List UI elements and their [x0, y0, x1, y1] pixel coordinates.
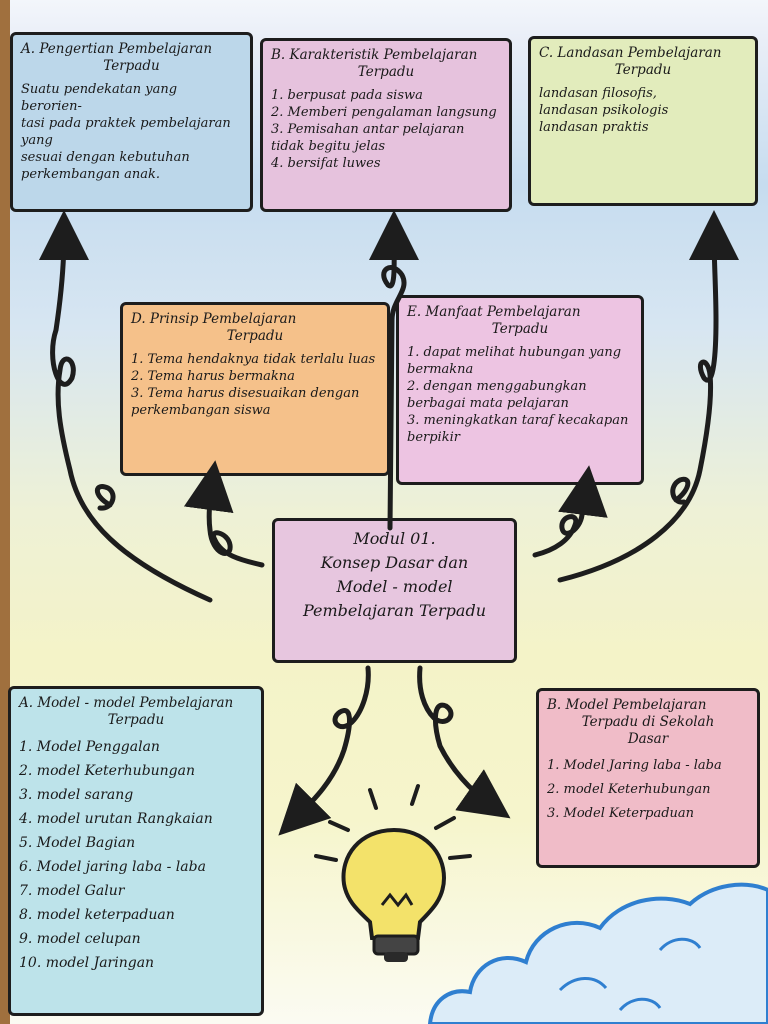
modul-title-line: Model - model	[336, 577, 453, 596]
arrow-down-right	[417, 665, 511, 819]
list-item: 6. Model jaring laba - laba	[19, 859, 206, 875]
modul-title-line: Pembelajaran Terpadu	[302, 601, 486, 620]
title-line2: Terpadu	[491, 321, 549, 337]
list-item: 3. model sarang	[19, 787, 134, 803]
box-body: Suatu pendekatan yang berorien- tasi pad…	[21, 81, 242, 183]
arrow-to-landasan	[557, 210, 740, 583]
list-item: 2. model Keterhubungan	[19, 763, 196, 779]
title-line1: B. Karakteristik Pembelajaran	[271, 47, 478, 63]
list-item: 1. berpusat pada siswa	[271, 88, 423, 103]
list-item: 2. dengan menggabungkan berbagai mata pe…	[407, 379, 587, 411]
arrow-loop	[94, 484, 116, 511]
list-item: 1. Model Penggalan	[19, 739, 160, 755]
title-line2: Terpadu	[357, 64, 415, 80]
list-item: landasan psikologis	[539, 103, 669, 118]
box-prinsip: D. Prinsip Pembelajaran Terpadu 1. Tema …	[120, 302, 390, 476]
list-item: 4. bersifat luwes	[271, 156, 381, 171]
title-line1: A. Model - model Pembelajaran	[19, 695, 234, 711]
title-line2: Terpadu	[103, 58, 160, 74]
box-title: C. Landasan Pembelajaran Terpadu	[539, 45, 747, 79]
box-model-sd: B. Model Pembelajaran Terpadu di Sekolah…	[536, 688, 760, 868]
arrow-to-pengertian	[38, 210, 213, 603]
cloud-icon	[427, 882, 768, 1024]
title-line3: Dasar	[627, 731, 669, 747]
arrow-to-manfaat	[532, 465, 608, 558]
list-item: 7. model Galur	[19, 883, 125, 899]
paper-edge	[0, 0, 10, 1024]
list-item: 4. model urutan Rangkaian	[19, 811, 213, 827]
list-item: 1. Model Jaring laba - laba	[547, 758, 722, 773]
body-line: Suatu pendekatan yang berorien-	[21, 82, 178, 114]
box-pengertian: A. Pengertian Pembelajaran Terpadu Suatu…	[10, 32, 253, 212]
title-line2: Terpadu di Sekolah	[581, 714, 715, 730]
body-line: sesuai dengan kebutuhan	[21, 150, 190, 165]
box-body: 1. Tema hendaknya tidak terlalu luas 2. …	[131, 351, 379, 419]
box-title: D. Prinsip Pembelajaran Terpadu	[131, 311, 379, 345]
title-line1: B. Model Pembelajaran	[547, 697, 707, 713]
body-line: perkembangan anak.	[21, 167, 161, 182]
list-item: 3. Tema harus disesuaikan dengan perkemb…	[131, 386, 360, 418]
title-line2: Terpadu	[614, 62, 672, 78]
box-model-model: A. Model - model Pembelajaran Terpadu 1.…	[8, 686, 264, 1016]
list-item: 3. Model Keterpaduan	[547, 806, 695, 821]
box-body: 1. berpusat pada siswa 2. Memberi pengal…	[271, 87, 501, 172]
list-item: landasan praktis	[539, 120, 649, 135]
box-title: B. Karakteristik Pembelajaran Terpadu	[271, 47, 501, 81]
arrow-down-left	[278, 665, 371, 836]
title-line2: Terpadu	[107, 712, 165, 728]
body-line: tasi pada praktek pembelajaran yang	[21, 116, 231, 148]
box-title: E. Manfaat Pembelajaran Terpadu	[407, 304, 633, 338]
box-body: 1. Model Penggalan 2. model Keterhubunga…	[19, 735, 253, 975]
title-line1: D. Prinsip Pembelajaran	[131, 311, 297, 327]
box-body: landasan filosofis, landasan psikologis …	[539, 85, 747, 136]
box-body: 1. Model Jaring laba - laba 2. model Ket…	[547, 754, 749, 826]
title-line2: Terpadu	[226, 328, 284, 344]
title-line1: A. Pengertian Pembelajaran	[21, 41, 213, 57]
list-item: 2. Tema harus bermakna	[131, 369, 295, 384]
box-title: B. Model Pembelajaran Terpadu di Sekolah…	[547, 697, 749, 748]
title-line1: E. Manfaat Pembelajaran	[407, 304, 581, 320]
list-item: 3. meningkatkan taraf kecakapan berpikir	[407, 413, 629, 445]
box-body: 1. dapat melihat hubungan yang bermakna …	[407, 344, 633, 446]
modul-title-line: Konsep Dasar dan	[320, 553, 469, 572]
list-item: 2. model Keterhubungan	[547, 782, 711, 797]
arrow-to-prinsip	[183, 460, 265, 568]
list-item: 8. model keterpaduan	[19, 907, 175, 923]
box-manfaat: E. Manfaat Pembelajaran Terpadu 1. dapat…	[396, 295, 644, 485]
arrow-to-karakteristik	[369, 210, 420, 531]
modul-number: Modul 01.	[353, 529, 436, 548]
list-item: 2. Memberi pengalaman langsung	[271, 105, 497, 120]
box-title: A. Model - model Pembelajaran Terpadu	[19, 695, 253, 729]
list-item: 5. Model Bagian	[19, 835, 136, 851]
box-modul-center: Modul 01. Konsep Dasar dan Model - model…	[272, 518, 517, 663]
title-line1: C. Landasan Pembelajaran	[539, 45, 722, 61]
list-item: 1. dapat melihat hubungan yang bermakna	[407, 345, 622, 377]
list-item: 9. model celupan	[19, 931, 141, 947]
list-item: 1. Tema hendaknya tidak terlalu luas	[131, 352, 376, 367]
box-title: A. Pengertian Pembelajaran Terpadu	[21, 41, 242, 75]
list-item: 3. Pemisahan antar pelajaran tidak begit…	[271, 122, 465, 154]
light-bulb-icon	[314, 784, 472, 962]
list-item: landasan filosofis,	[539, 86, 657, 101]
arrow-loop	[670, 476, 691, 505]
box-landasan: C. Landasan Pembelajaran Terpadu landasa…	[528, 36, 758, 206]
list-item: 10. model Jaringan	[19, 955, 155, 971]
